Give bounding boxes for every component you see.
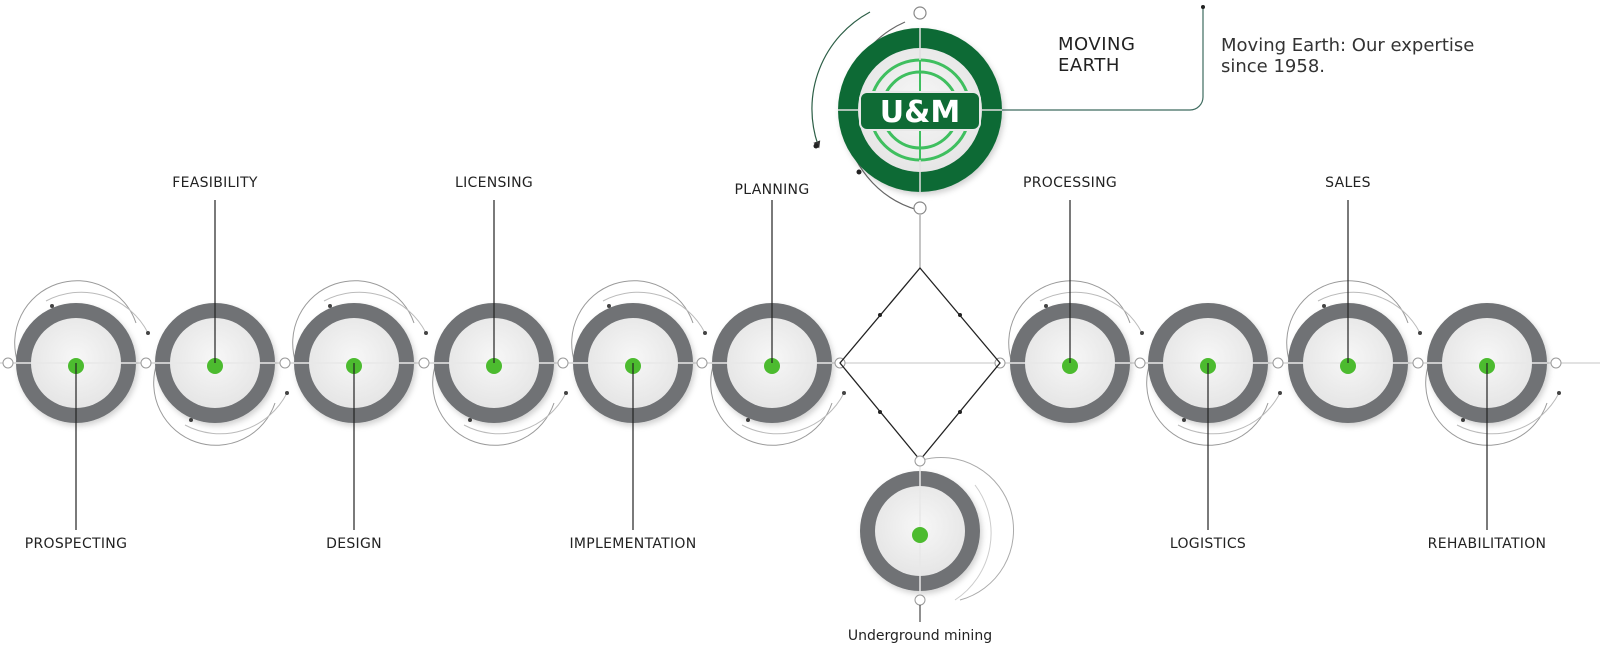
stage-label-rehabilitation: REHABILITATION [1427,536,1547,552]
node-dot [207,358,223,374]
junction-marker [2,357,14,369]
orbit-arc [432,362,555,446]
stage-node-licensing [432,200,568,446]
orbit-arc [1039,291,1143,334]
orbit-arc [292,280,415,364]
orbit-arc [1146,362,1269,446]
orbit-arc [323,291,427,334]
stage-node-implementation [571,280,707,530]
junction-marker [557,357,569,369]
stage-label-sales: SALES [1325,175,1371,191]
junction-marker [1272,357,1284,369]
node-dot [912,527,928,543]
stage-node-feasibility [153,200,289,446]
orbit-arc [1286,280,1409,364]
orbit-arc [1425,362,1548,446]
orbit-arc [184,392,288,435]
stage-node-prospecting [14,280,150,530]
underground-mining-node [860,455,1015,622]
stage-label-licensing: LICENSING [454,175,534,191]
orbit-arc [1317,291,1421,334]
stage-label-implementation: IMPLEMENTATION [569,536,697,552]
node-dot [764,358,780,374]
orbit-arc [1177,392,1281,435]
orbit-arc [463,392,567,435]
orbit-arc [571,280,694,364]
brand-tagline: Moving Earth: Our expertise since 1958. [1221,35,1475,77]
junction-marker [418,357,430,369]
stage-label-design: DESIGN [326,536,382,552]
junction-marker [1412,357,1424,369]
orbit-arc [1008,280,1131,364]
orbit-arc [710,362,833,446]
stage-node-sales [1286,200,1422,423]
junction-marker [1550,357,1562,369]
stage-label-planning: PLANNING [734,182,810,198]
node-dot [1340,358,1356,374]
stage-node-processing [1008,200,1144,423]
junction-marker [1134,357,1146,369]
stage-label-processing: PROCESSING [1022,175,1118,191]
orbit-arc [602,291,706,334]
junction-marker [140,357,152,369]
brand-title: MOVING EARTH [1058,34,1135,76]
stage-node-design [292,280,428,530]
stage-node-logistics [1146,303,1282,530]
junction-marker [696,357,708,369]
stage-node-planning [710,200,846,446]
node-dot [1062,358,1078,374]
brand-title-line1: MOVING [1058,34,1136,55]
underground-mining-label: Underground mining [847,628,993,644]
brand-logo: U&M [811,5,1205,215]
stage-label-prospecting: PROSPECTING [24,536,128,552]
stage-node-rehabilitation [1425,303,1561,530]
orbit-arc [741,392,845,435]
branch-diamond [839,215,1001,462]
node-dot [486,358,502,374]
orbit-arc [1456,392,1560,435]
stage-label-logistics: LOGISTICS [1169,536,1247,552]
logo-text: U&M [880,95,960,130]
brand-title-line2: EARTH [1058,55,1120,76]
junction-marker [279,357,291,369]
orbit-arc [45,291,149,334]
orbit-arc [153,362,276,446]
stage-label-feasibility: FEASIBILITY [172,175,258,191]
orbit-arc [14,280,137,364]
